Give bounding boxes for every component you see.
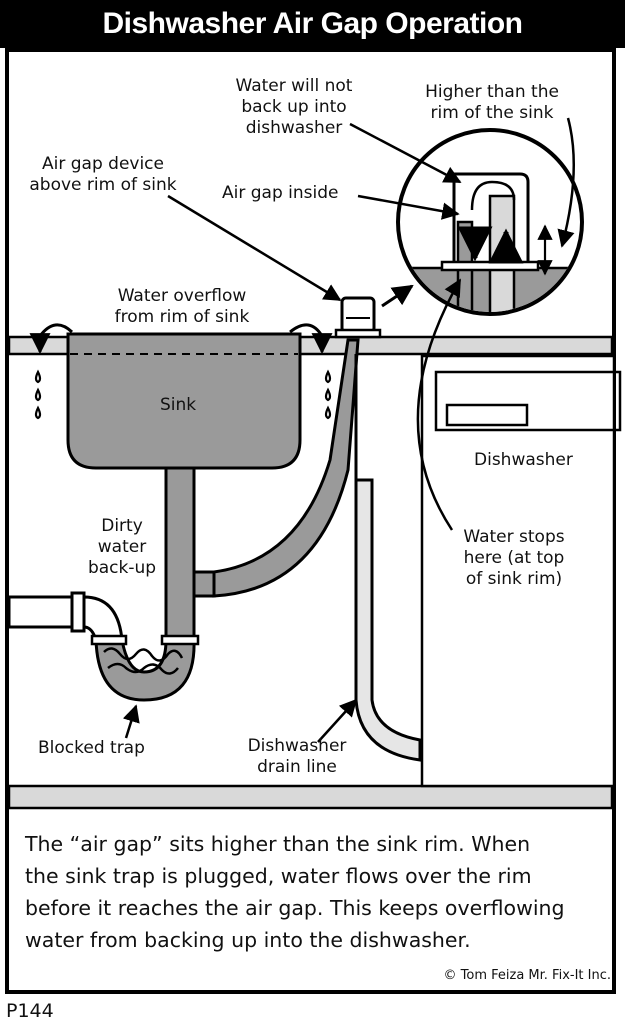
label-line: here (at top bbox=[463, 548, 565, 568]
waste-elbow bbox=[82, 595, 124, 642]
label-line: Dishwasher bbox=[247, 736, 347, 756]
label-line: from rim of sink bbox=[114, 307, 250, 327]
caption-line: before it reaches the air gap. This keep… bbox=[25, 896, 565, 920]
caption-line: The “air gap” sits higher than the sink … bbox=[25, 832, 531, 856]
label-blocked-trap: Blocked trap bbox=[38, 738, 145, 758]
overflow-arrow-left bbox=[29, 323, 74, 355]
label-dishwasher: Dishwasher bbox=[474, 450, 573, 470]
blockage bbox=[103, 647, 184, 662]
label-line: Water will not bbox=[235, 76, 353, 96]
air-gap-base bbox=[334, 328, 382, 339]
label-water-will-not: Water will not back up into dishwasher bbox=[224, 76, 364, 139]
figure-code: P144 bbox=[6, 1000, 54, 1022]
arrow-water-stops bbox=[416, 278, 462, 531]
label-line: of sink rim) bbox=[465, 569, 563, 589]
tee-branch bbox=[192, 570, 216, 598]
arrow-air-gap-device bbox=[167, 194, 342, 302]
label-line: above rim of sink bbox=[29, 175, 177, 195]
label-dirty-water: Dirty water back-up bbox=[82, 516, 162, 579]
label-line: drain line bbox=[257, 757, 337, 777]
diagram-title: Dishwasher Air Gap Operation bbox=[0, 0, 625, 48]
drain-tailpiece bbox=[164, 466, 196, 646]
label-line: Water overflow bbox=[117, 286, 247, 306]
label-line: rim of the sink bbox=[430, 103, 554, 123]
label-line: Dirty bbox=[101, 516, 143, 536]
overflow-arrow-right bbox=[289, 323, 333, 355]
label-line: Higher than the bbox=[425, 82, 559, 102]
label-air-gap-device: Air gap device above rim of sink bbox=[18, 154, 188, 196]
sink-basin bbox=[66, 332, 302, 470]
arrow-drain-line bbox=[317, 698, 358, 743]
dishwasher-cabinet bbox=[420, 354, 616, 788]
trap-nut-right bbox=[160, 634, 200, 646]
dishwasher-drain-line bbox=[354, 354, 422, 762]
label-sink: Sink bbox=[160, 395, 197, 415]
air-gap-cap bbox=[340, 296, 376, 334]
label-water-stops: Water stops here (at top of sink rim) bbox=[448, 527, 580, 590]
label-dishwasher-drain: Dishwasher drain line bbox=[232, 736, 362, 778]
waste-arm bbox=[7, 595, 77, 629]
caption-line: water from backing up into the dishwashe… bbox=[25, 928, 471, 952]
caption: The “air gap” sits higher than the sink … bbox=[25, 828, 610, 956]
label-air-gap-inside: Air gap inside bbox=[222, 183, 339, 203]
arrow-blocked-trap bbox=[122, 704, 140, 739]
label-higher-than: Higher than the rim of the sink bbox=[412, 82, 572, 124]
arrow-water-will-not bbox=[349, 122, 462, 184]
dishwasher-panel bbox=[434, 370, 622, 432]
label-line: back-up bbox=[87, 558, 157, 578]
floor bbox=[7, 784, 614, 810]
dishwasher-handle bbox=[445, 403, 529, 427]
arrow-detail bbox=[381, 284, 414, 308]
caption-line: the sink trap is plugged, water flows ov… bbox=[25, 864, 532, 888]
label-line: Water stops bbox=[463, 527, 565, 547]
arrow-higher-than bbox=[557, 117, 576, 248]
waste-arm-coupling bbox=[70, 591, 86, 633]
label-line: back up into bbox=[241, 97, 347, 117]
label-line: Air gap device bbox=[42, 154, 164, 174]
label-water-overflow: Water overflow from rim of sink bbox=[92, 286, 272, 328]
trap-nut-left bbox=[90, 634, 128, 646]
credit: © Tom Feiza Mr. Fix-It Inc. bbox=[443, 968, 612, 983]
arrow-air-gap-inside bbox=[357, 194, 460, 220]
label-line: water bbox=[97, 537, 147, 557]
blockage-2 bbox=[107, 662, 179, 675]
airgap-to-tee-hose bbox=[212, 338, 360, 598]
label-line: dishwasher bbox=[245, 118, 343, 138]
water-drips bbox=[34, 369, 332, 420]
